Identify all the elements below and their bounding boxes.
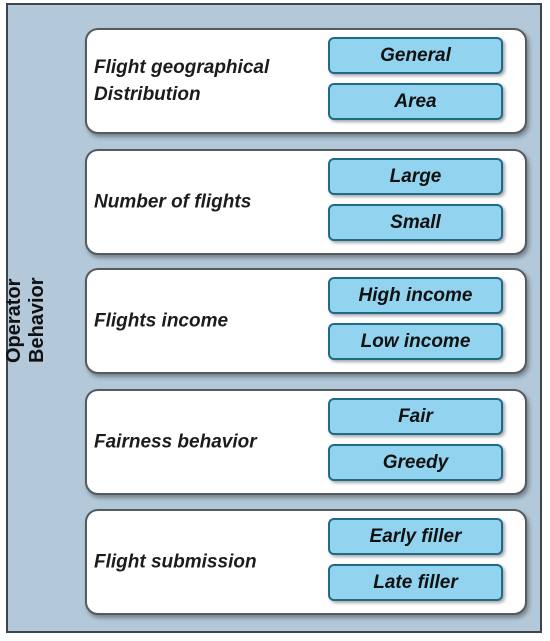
- option-area: Area: [328, 83, 503, 120]
- option-general: General: [328, 37, 503, 74]
- side-label-line-2: Behavior: [26, 277, 48, 363]
- option-fair: Fair: [328, 398, 503, 435]
- option-early-filler: Early filler: [328, 518, 503, 555]
- operator-behavior-panel: Operator Behavior Flight geographical Di…: [3, 3, 542, 633]
- option-high-income: High income: [328, 277, 503, 314]
- option-low-income: Low income: [328, 323, 503, 360]
- category-number-of-flights: Number of flights Large Small: [85, 149, 527, 255]
- option-late-filler: Late filler: [328, 564, 503, 601]
- category-title: Number of flights: [94, 191, 252, 213]
- category-title: Flight submission: [94, 551, 257, 573]
- category-title: Flight geographical Distribution: [94, 57, 270, 105]
- option-large: Large: [328, 158, 503, 195]
- option-small: Small: [328, 204, 503, 241]
- operator-behavior-label: Operator Behavior: [3, 277, 53, 363]
- category-title: Flights income: [94, 310, 229, 332]
- category-title: Fairness behavior: [94, 431, 257, 453]
- category-flight-submission: Flight submission Early filler Late fill…: [85, 509, 527, 615]
- category-flights-income: Flights income High income Low income: [85, 268, 527, 374]
- side-label-line-1: Operator: [3, 278, 25, 363]
- category-fairness-behavior: Fairness behavior Fair Greedy: [85, 389, 527, 495]
- option-greedy: Greedy: [328, 444, 503, 481]
- category-flight-geographical-distribution: Flight geographical Distribution General…: [85, 28, 527, 134]
